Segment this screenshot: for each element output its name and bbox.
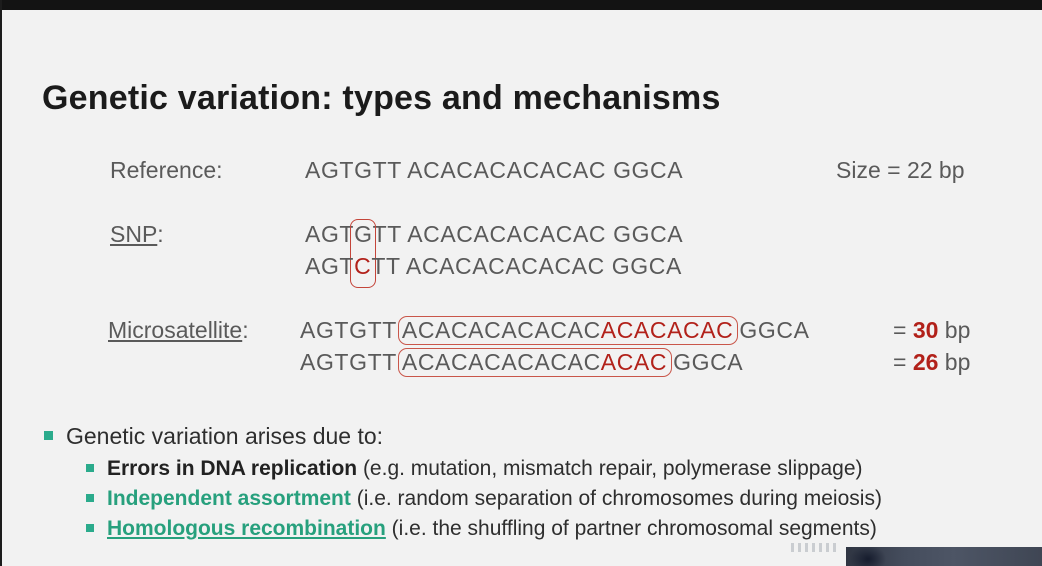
bullet-sub-2-rest: (i.e. random separation of chromosomes d…	[350, 487, 882, 510]
page-title: Genetic variation: types and mechanisms	[42, 78, 721, 117]
bullet-square-icon	[86, 464, 94, 472]
micro-line1-post: GGCA	[739, 317, 810, 343]
bullet-sub-1-rest: (e.g. mutation, mismatch repair, polymer…	[357, 457, 863, 480]
snp-label: SNP:	[110, 221, 164, 248]
micro-line1-size-value: 30	[912, 317, 939, 343]
micro-line2-post: GGCA	[673, 349, 744, 375]
bullet-sub-1-bold: Errors in DNA replication	[107, 457, 358, 480]
micro-line2-repeat-red: ACAC	[600, 349, 668, 375]
snp-label-colon: :	[157, 221, 164, 247]
bullet-sub-2-bold: Independent assortment	[107, 487, 351, 510]
bullet-sub-3-rest: (i.e. the shuffling of partner chromosom…	[385, 517, 877, 540]
micro-line1-eq: =	[893, 317, 913, 343]
snp-line2-variant: C	[354, 253, 372, 279]
microsatellite-label-colon: :	[242, 317, 249, 343]
reference-sequence-text: AGTGTT ACACACACACAC GGCA	[305, 157, 684, 183]
micro-line2-eq: =	[893, 349, 913, 375]
micro-line1-repeat-box: ACACACACACACACACACAC	[397, 316, 739, 345]
snp-label-text: SNP	[110, 221, 158, 247]
micro-line1-repeat-red: ACACACAC	[600, 317, 734, 343]
reference-size: Size = 22 bp	[836, 157, 965, 183]
micro-line2-size-unit: bp	[938, 349, 971, 375]
micro-line2-repeat-gray: ACACACACACAC	[401, 349, 601, 375]
micro-line1-pre: AGTGTT	[300, 317, 397, 343]
snp-line1-post: TT ACACACACACAC GGCA	[372, 221, 684, 247]
micro-line1-size: = 30 bp	[893, 317, 970, 344]
snp-line2-pre: AGT	[305, 253, 355, 279]
webcam-video-overlay	[846, 547, 1042, 566]
micro-line1-repeat-gray: ACACACACACAC	[401, 317, 601, 343]
micro-line1-size-unit: bp	[938, 317, 971, 343]
snp-line1-variant: G	[354, 221, 373, 247]
snp-sequence-line1: AGTGTT ACACACACACAC GGCA	[305, 219, 684, 288]
micro-line2-size-value: 26	[912, 349, 939, 375]
reference-sequence: AGTGTT ACACACACACAC GGCA	[305, 157, 683, 184]
screen-left-edge	[0, 0, 2, 566]
micro-line2-pre: AGTGTT	[300, 349, 397, 375]
reference-label: Reference:	[110, 157, 223, 183]
snp-line1-pre: AGT	[305, 221, 355, 247]
micro-line2-size: = 26 bp	[893, 349, 970, 376]
bullet-sub-3: Homologous recombination (i.e. the shuff…	[86, 517, 877, 541]
bullet-main: Genetic variation arises due to:	[44, 423, 383, 450]
bullet-square-icon	[86, 524, 94, 532]
snp-sequence-line2: AGTCTT ACACACACACAC GGCA	[305, 253, 682, 280]
bullet-square-icon	[86, 494, 94, 502]
bullet-main-text: Genetic variation arises due to:	[66, 423, 384, 449]
snp-variant-box: G	[350, 219, 376, 288]
microsatellite-label: Microsatellite:	[108, 317, 249, 344]
bullet-sub-2: Independent assortment (i.e. random sepa…	[86, 487, 882, 511]
snp-line2-post: TT ACACACACACAC GGCA	[371, 253, 682, 279]
screen-top-edge	[0, 0, 1042, 10]
watermark-marks	[791, 543, 839, 552]
micro-line2-repeat-box: ACACACACACACACAC	[397, 348, 673, 377]
bullet-sub-1: Errors in DNA replication (e.g. mutation…	[86, 457, 863, 481]
bullet-sub-3-bold: Homologous recombination	[107, 517, 386, 540]
bullet-square-icon	[44, 431, 53, 440]
microsatellite-label-text: Microsatellite	[108, 317, 243, 343]
